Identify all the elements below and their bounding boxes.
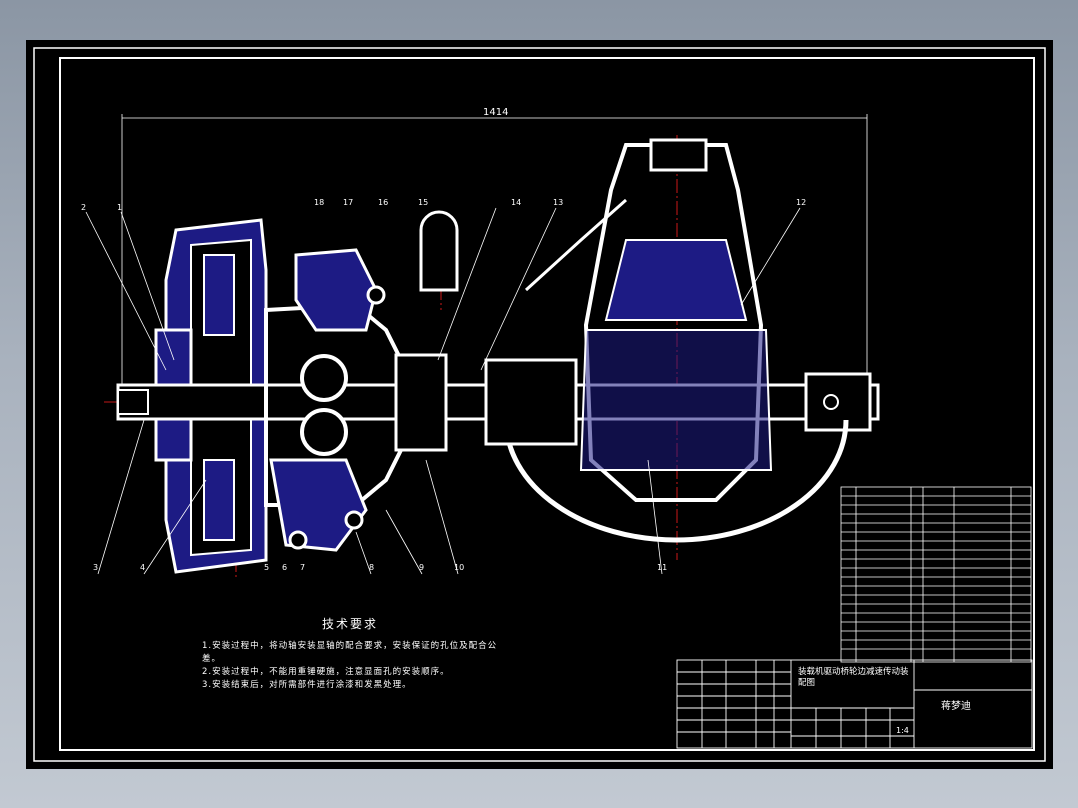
callout-9: 9: [419, 563, 424, 572]
tech-requirements-title: 技术要求: [322, 617, 379, 631]
callout-11: 11: [657, 563, 667, 572]
callout-16: 16: [378, 198, 388, 207]
outer-frame: [33, 47, 1046, 762]
callout-18: 18: [314, 198, 324, 207]
overall-dimension: [121, 114, 868, 395]
designer-name: 蒋梦迪: [941, 701, 971, 712]
tech-note: 3.安装结束后，对所需部件进行涂漆和发黑处理。: [202, 680, 412, 690]
drawing-scale: 1:4: [896, 726, 909, 735]
assembly-drawing: 1414: [33, 47, 1046, 762]
callout-1: 1: [117, 203, 122, 212]
dimension-label: 1414: [483, 107, 508, 118]
differential-housing: [484, 138, 849, 543]
callout-14: 14: [511, 198, 521, 207]
planetary-reducer: [264, 210, 459, 552]
callout-6: 6: [282, 563, 287, 572]
tech-requirements-notes: 1.安装过程中，将动轴安装显轴的配合要求，安装保证的孔位及配合公 差。 2.安装…: [202, 640, 497, 692]
callout-12: 12: [796, 198, 806, 207]
callout-15: 15: [418, 198, 428, 207]
callout-8: 8: [369, 563, 374, 572]
callout-13: 13: [553, 198, 563, 207]
callout-2: 2: [81, 203, 86, 212]
tech-note: 1.安装过程中，将动轴安装显轴的配合要求，安装保证的孔位及配合公: [202, 641, 498, 651]
tech-note: 差。: [202, 654, 222, 664]
callout-17: 17: [343, 198, 353, 207]
leader-lines: [85, 207, 801, 575]
inner-frame: [59, 57, 1035, 751]
callout-7: 7: [300, 563, 305, 572]
title-block: [676, 659, 1033, 749]
callout-10: 10: [454, 563, 464, 572]
drawing-sheet: 1414: [26, 40, 1053, 769]
callout-5: 5: [264, 563, 269, 572]
drawing-title: 装载机驱动桥轮边减速传动装配图: [798, 667, 909, 688]
callout-4: 4: [140, 563, 145, 572]
tech-note: 2.安装过程中，不能用重锤硬施，注意显面孔的安装顺序。: [202, 667, 450, 677]
callout-3: 3: [93, 563, 98, 572]
parts-list-table: [840, 486, 1032, 663]
